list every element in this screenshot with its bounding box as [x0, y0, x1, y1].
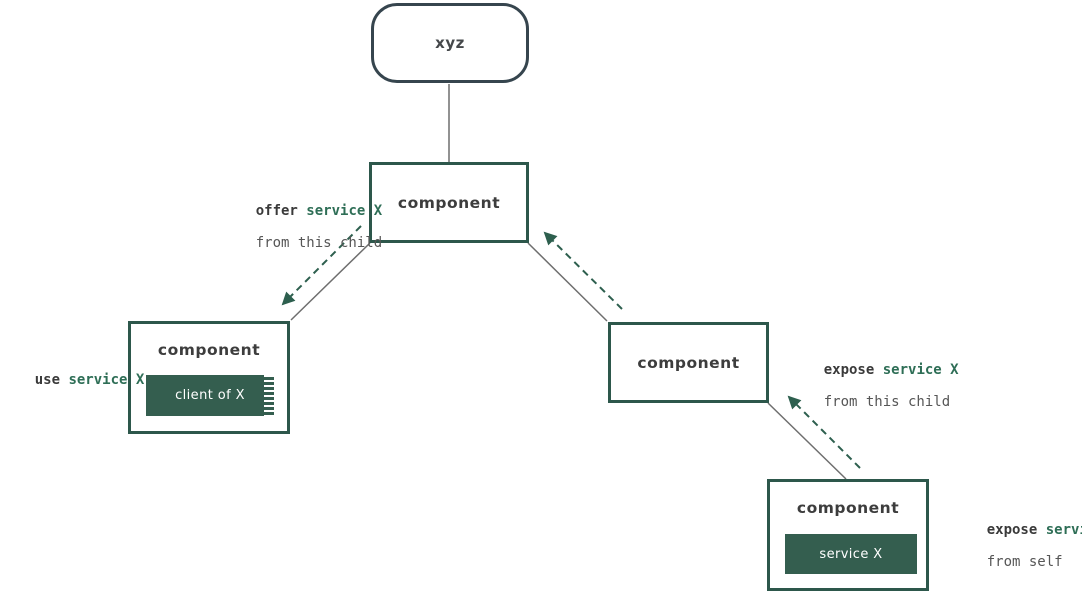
annotation-subtext: from this child	[823, 394, 951, 410]
component-node-middle: component	[608, 322, 769, 403]
expose-service-arrow-self	[787, 395, 861, 469]
comb-edge-decoration	[264, 375, 274, 416]
annotation-verb: offer	[255, 203, 307, 219]
annotation-verb: expose	[823, 362, 883, 378]
edge-middle-to-bottom-component	[767, 402, 847, 480]
component-node-bottom: component service X	[767, 479, 929, 591]
annotation-offer-service: offer service X from this child	[222, 187, 382, 267]
annotation-service: service X	[1045, 522, 1082, 538]
component-label: component	[796, 499, 900, 517]
edge-top-to-middle-component	[527, 242, 608, 322]
root-node-xyz: xyz	[371, 3, 529, 83]
annotation-verb: use	[34, 372, 69, 388]
client-of-x-label: client of X	[175, 388, 245, 403]
component-label: component	[637, 353, 740, 372]
annotation-verb: expose	[986, 522, 1046, 538]
annotation-expose-from-self: expose service X from self	[953, 506, 1082, 586]
annotation-subtext: from self	[986, 554, 1063, 570]
client-of-x-box: client of X	[146, 375, 274, 416]
component-label: component	[397, 193, 501, 212]
component-label: component	[157, 341, 261, 359]
edge-top-to-left-component	[290, 242, 371, 321]
annotation-subtext: from this child	[255, 235, 383, 251]
annotation-service: service X	[882, 362, 959, 378]
service-x-box: service X	[785, 534, 917, 574]
annotation-use-service: use service X	[1, 356, 145, 404]
root-node-label: xyz	[435, 34, 465, 52]
annotation-service: service X	[68, 372, 145, 388]
expose-service-arrow-child	[543, 231, 623, 310]
service-x-label: service X	[819, 546, 883, 562]
annotation-expose-from-child: expose service X from this child	[790, 346, 959, 426]
offer-service-arrow	[281, 225, 362, 306]
annotation-service: service X	[306, 203, 383, 219]
component-node-top: component	[369, 162, 529, 243]
component-node-left: component client of X	[128, 321, 290, 434]
